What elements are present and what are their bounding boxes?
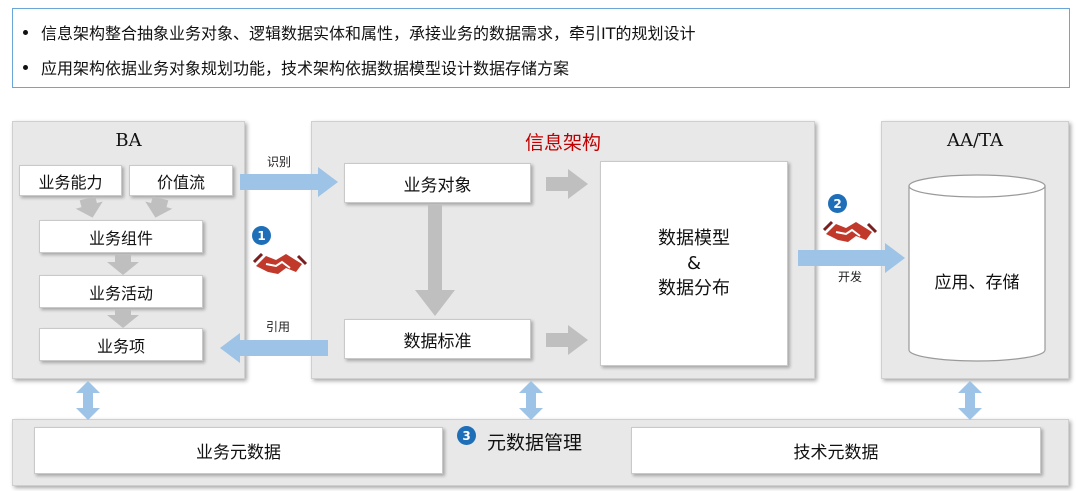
ia-title: 信息架构 (524, 132, 601, 154)
data-distribution-line: 数据分布 (658, 278, 730, 299)
handshake-icon (822, 214, 878, 246)
bullet-item: 信息架构整合抽象业务对象、逻辑数据实体和属性，承接业务的数据需求，牵引IT的规划… (23, 20, 696, 44)
double-arrow (519, 381, 543, 420)
storage-label: 应用、存储 (934, 273, 1020, 293)
ba-title: BA (115, 130, 142, 151)
reference-label: 引用 (266, 320, 291, 334)
double-arrow (76, 381, 100, 420)
handshake-icon (252, 246, 308, 278)
arrow-gray (107, 309, 139, 328)
data-standard-box: 数据标准 (344, 319, 531, 359)
business-object-box: 业务对象 (344, 163, 531, 203)
business-activity-box: 业务活动 (39, 275, 203, 308)
develop-label: 开发 (838, 270, 863, 284)
arrow-identify (240, 167, 338, 197)
arrow-gray (75, 196, 103, 218)
arrow-gray (546, 325, 588, 355)
bullet-dot (23, 29, 28, 35)
double-arrow (958, 381, 982, 420)
arrow-develop (798, 243, 905, 273)
data-model-ampersand: & (686, 253, 702, 274)
tech-metadata-box: 技术元数据 (631, 427, 1041, 474)
business-capability-box: 业务能力 (19, 165, 122, 196)
data-model-box: 数据模型 & 数据分布 (600, 161, 788, 366)
arrow-gray (415, 205, 455, 316)
bullet-dot (23, 64, 28, 70)
step-badge-2: 2 (828, 194, 847, 213)
bullet-text: 应用架构依据业务对象规划功能，技术架构依据数据模型设计数据存储方案 (41, 59, 570, 78)
arrow-reference (220, 333, 328, 363)
business-component-box: 业务组件 (39, 220, 203, 253)
identify-label: 识别 (267, 155, 292, 169)
arrow-gray (107, 255, 139, 275)
business-item-box: 业务项 (39, 328, 203, 361)
metadata-management-title: 元数据管理 (487, 432, 583, 454)
step-badge-3: 3 (457, 426, 476, 445)
aa-ta-title: AA/TA (946, 130, 1004, 151)
step-badge-1: 1 (252, 226, 271, 245)
storage-cylinder (908, 174, 1046, 362)
bullet-text: 信息架构整合抽象业务对象、逻辑数据实体和属性，承接业务的数据需求，牵引IT的规划… (41, 24, 696, 43)
summary-box: 信息架构整合抽象业务对象、逻辑数据实体和属性，承接业务的数据需求，牵引IT的规划… (12, 8, 1070, 88)
value-stream-box: 价值流 (129, 165, 233, 196)
arrow-gray (145, 196, 173, 218)
bullet-item: 应用架构依据业务对象规划功能，技术架构依据数据模型设计数据存储方案 (23, 55, 569, 79)
arrow-gray (546, 169, 588, 199)
business-metadata-box: 业务元数据 (34, 427, 443, 474)
data-model-line: 数据模型 (658, 228, 730, 249)
